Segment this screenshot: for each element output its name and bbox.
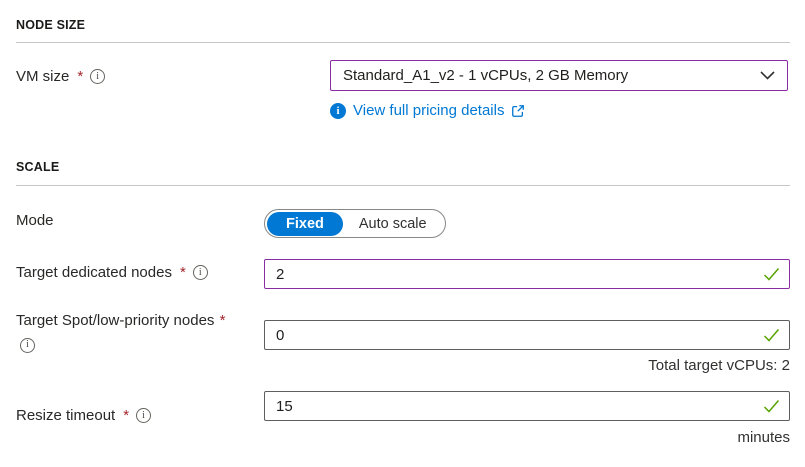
mode-label: Mode — [16, 212, 54, 229]
target-dedicated-label: Target dedicated nodes — [16, 264, 172, 281]
vm-size-selected-value: Standard_A1_v2 - 1 vCPUs, 2 GB Memory — [343, 67, 629, 84]
required-asterisk: * — [123, 407, 130, 424]
scale-section-header: SCALE — [16, 160, 60, 174]
section-divider — [16, 42, 790, 43]
pricing-link-text: View full pricing details — [353, 102, 505, 119]
valid-check-icon — [763, 267, 780, 281]
chevron-down-icon — [760, 71, 775, 80]
required-asterisk: * — [219, 312, 226, 329]
required-asterisk: * — [179, 264, 186, 281]
info-filled-icon: i — [330, 102, 346, 119]
vm-size-label-row: VM size * i — [16, 68, 106, 85]
node-size-section-header: NODE SIZE — [16, 18, 86, 32]
mode-toggle: Fixed Auto scale — [264, 209, 446, 238]
resize-timeout-label: Resize timeout — [16, 407, 116, 424]
resize-timeout-field — [264, 391, 790, 421]
info-icon[interactable]: i — [90, 69, 106, 84]
target-spot-field — [264, 320, 790, 350]
vm-size-label: VM size — [16, 68, 70, 85]
valid-check-icon — [763, 399, 780, 413]
vm-size-dropdown[interactable]: Standard_A1_v2 - 1 vCPUs, 2 GB Memory — [330, 60, 788, 91]
external-link-icon — [511, 104, 525, 118]
resize-timeout-input[interactable] — [265, 397, 763, 415]
info-icon[interactable]: i — [20, 337, 35, 353]
section-divider — [16, 185, 790, 186]
mode-option-autoscale[interactable]: Auto scale — [358, 215, 427, 232]
target-dedicated-field — [264, 259, 790, 289]
resize-timeout-label-row: Resize timeout * i — [16, 407, 152, 424]
target-spot-label-row: Target Spot/low-priority nodes * i — [16, 312, 225, 353]
target-spot-label: Target Spot/low-priority nodes — [16, 312, 215, 329]
total-vcpus-text: Total target vCPUs: 2 — [648, 357, 790, 374]
info-icon[interactable]: i — [136, 408, 152, 423]
target-dedicated-label-row: Target dedicated nodes * i — [16, 264, 208, 281]
info-icon[interactable]: i — [192, 265, 208, 280]
required-asterisk: * — [77, 68, 84, 85]
pricing-details-link[interactable]: i View full pricing details — [330, 102, 525, 119]
valid-check-icon — [763, 328, 780, 342]
mode-option-fixed[interactable]: Fixed — [267, 211, 343, 236]
minutes-unit-text: minutes — [737, 429, 790, 446]
target-dedicated-input[interactable] — [265, 265, 763, 283]
target-spot-input[interactable] — [265, 326, 763, 344]
